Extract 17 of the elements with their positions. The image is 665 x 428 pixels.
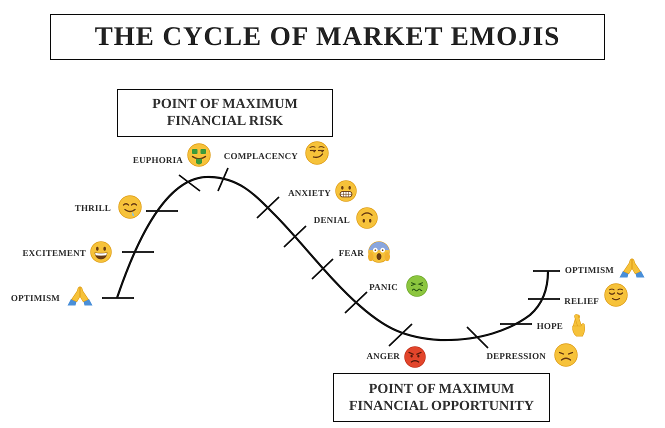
- stage-label: EUPHORIA: [132, 154, 183, 166]
- stage-label: OPTIMISM: [564, 264, 614, 276]
- stage-label: DEPRESSION: [486, 350, 546, 362]
- stage-label: EXCITEMENT: [22, 248, 86, 258]
- stage-label: HOPE: [536, 320, 563, 332]
- callout-box: POINT OF MAXIMUM FINANCIAL RISK: [117, 89, 333, 137]
- stage-label: DENIAL: [314, 214, 350, 226]
- stage-label: PANIC: [369, 282, 398, 292]
- stage-label: ANGER: [366, 350, 400, 362]
- stage-label: ANXIETY: [288, 188, 331, 198]
- title: THE CYCLE OF MARKET EMOJIS: [50, 14, 605, 60]
- stage-label: THRILL: [74, 202, 111, 214]
- stage-label: COMPLACENCY: [224, 150, 298, 162]
- stage-label: RELIEF: [564, 296, 599, 306]
- callout-box: POINT OF MAXIMUM FINANCIAL OPPORTUNITY: [333, 373, 550, 422]
- stage-label: FEAR: [338, 248, 364, 258]
- stage-label: OPTIMISM: [10, 292, 60, 304]
